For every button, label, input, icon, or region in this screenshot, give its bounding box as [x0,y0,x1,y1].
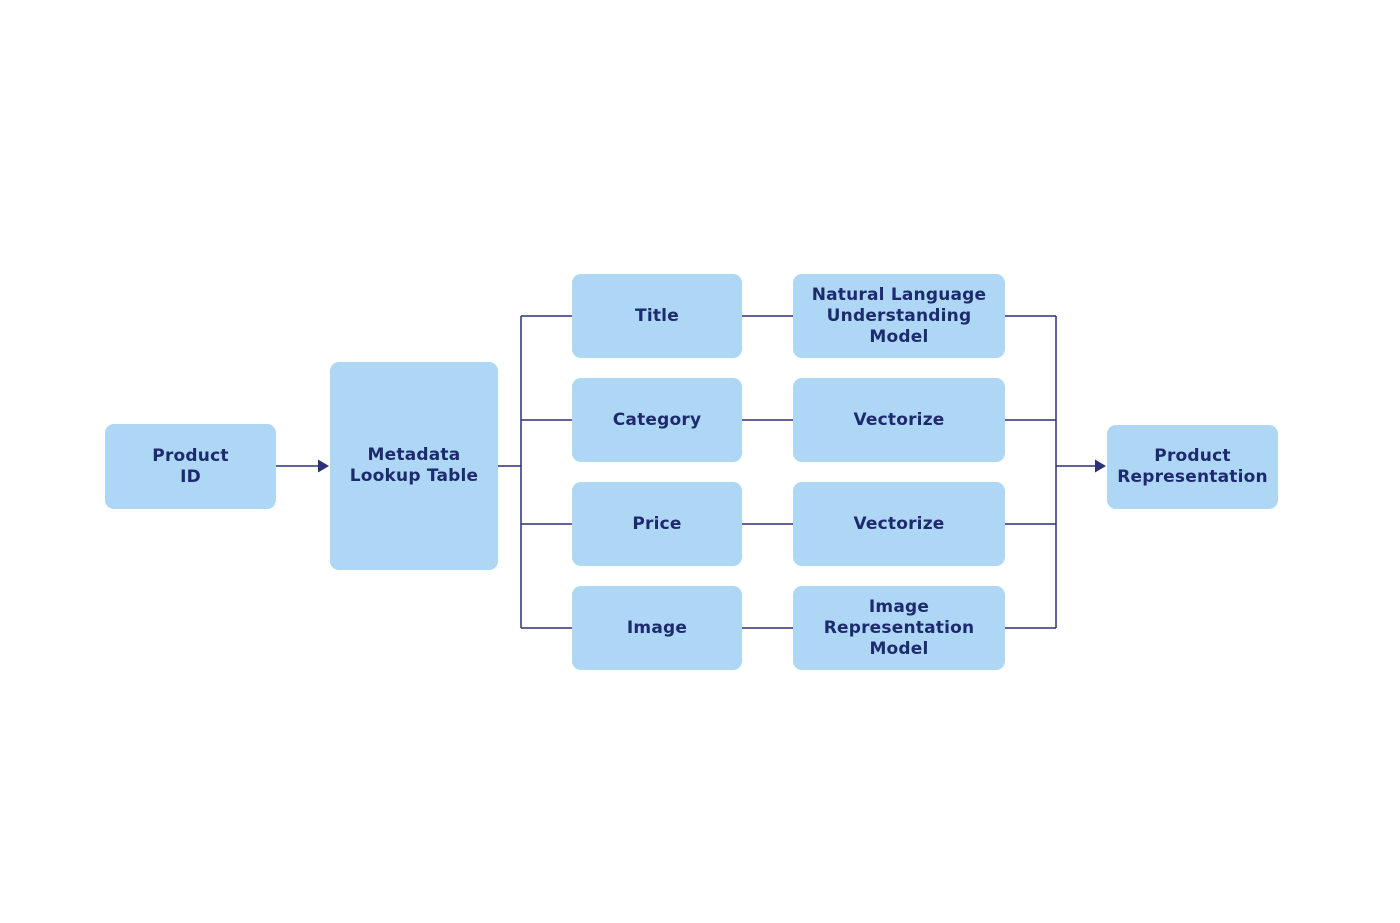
node-image: Image [572,586,742,670]
node-metadata-lookup-table: Metadata Lookup Table [330,362,498,570]
arrowhead-product-representation [1095,459,1106,473]
node-image-representation-model: Image Representation Model [793,586,1005,670]
node-vectorize-price: Vectorize [793,482,1005,566]
node-product-representation: Product Representation [1107,425,1278,509]
node-title: Title [572,274,742,358]
node-category: Category [572,378,742,462]
arrowhead-metadata [318,459,329,473]
node-price: Price [572,482,742,566]
node-product-id: Product ID [105,424,276,509]
node-natural-language-understanding-model: Natural Language Understanding Model [793,274,1005,358]
node-vectorize-category: Vectorize [793,378,1005,462]
